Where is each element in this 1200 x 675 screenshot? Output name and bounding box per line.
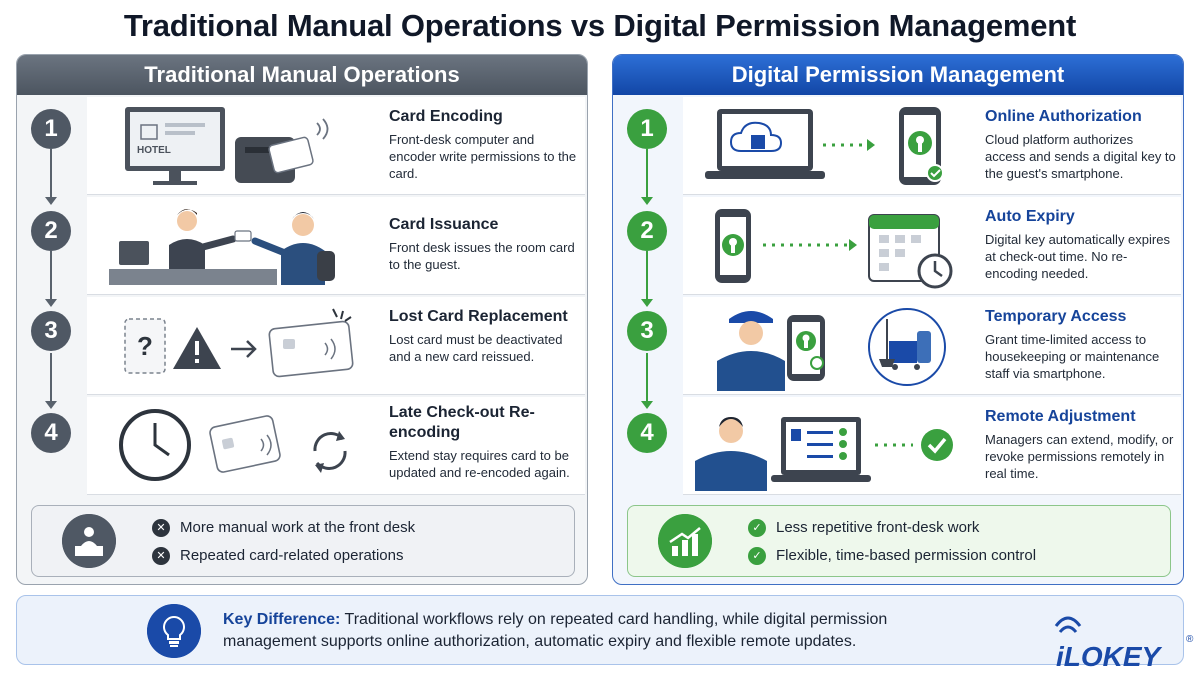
step-connector	[646, 149, 648, 197]
step-late-checkout-reencoding: Late Check-out Re-encoding Extend stay r…	[87, 397, 585, 495]
step-connector	[50, 251, 52, 299]
traditional-panel-heading: Traditional Manual Operations	[17, 55, 587, 95]
auto-expiry-illustration	[715, 209, 953, 289]
step-online-authorization: Online Authorization Cloud platform auth…	[683, 97, 1181, 195]
digital-panel-heading: Digital Permission Management	[613, 55, 1183, 95]
step-description: Digital key automatically expires at che…	[985, 232, 1170, 281]
question-mark: ?	[137, 331, 153, 361]
step-title: Card Encoding	[389, 108, 503, 125]
step-connector	[646, 353, 648, 401]
traditional-panel: Traditional Manual Operations 1 2 3 4 HO…	[16, 54, 588, 585]
step-number-4: 4	[31, 413, 71, 453]
manager-laptop-icon	[695, 417, 953, 491]
check-icon: ✓	[748, 547, 766, 566]
key-difference-body: Traditional workflows rely on repeated c…	[223, 611, 888, 650]
step-arrow	[45, 197, 57, 205]
summary-item: ✕Repeated card-related operations	[152, 545, 403, 569]
step-description: Extend stay requires card to be updated …	[389, 448, 570, 480]
key-difference-box: Key Difference: Traditional workflows re…	[16, 595, 1184, 665]
key-difference-text: Key Difference: Traditional workflows re…	[223, 609, 943, 653]
step-card-issuance: Card Issuance Front desk issues the room…	[87, 197, 585, 295]
step-number-4: 4	[627, 413, 667, 453]
step-number-2: 2	[627, 211, 667, 251]
step-title: Lost Card Replacement	[389, 308, 568, 325]
lost-card-illustration: ?	[124, 308, 354, 378]
step-remote-adjustment: Remote Adjustment Managers can extend, m…	[683, 397, 1181, 495]
step-number-3: 3	[627, 311, 667, 351]
cloud-laptop-icon	[705, 107, 944, 185]
logo-text: iLOKEY	[1056, 641, 1163, 672]
step-lost-card-replacement: ? Lost Card Replacement Lost card must b…	[87, 297, 585, 395]
lightbulb-icon	[147, 604, 201, 658]
step-connector	[50, 353, 52, 401]
front-desk-worker-icon	[62, 514, 116, 568]
x-icon: ✕	[152, 519, 170, 538]
traditional-summary: ✕More manual work at the front desk ✕Rep…	[31, 505, 575, 577]
monitor-label: HOTEL	[137, 145, 171, 156]
step-description: Front desk issues the room card to the g…	[389, 240, 575, 272]
key-difference-label: Key Difference:	[223, 611, 341, 628]
step-description: Front-desk computer and encoder write pe…	[389, 132, 577, 181]
step-arrow	[641, 401, 653, 409]
step-number-1: 1	[627, 109, 667, 149]
step-arrow	[45, 401, 57, 409]
ilokey-logo: iLOKEY ®	[1054, 616, 1194, 672]
digital-summary: ✓Less repetitive front-desk work ✓Flexib…	[627, 505, 1171, 577]
x-icon: ✕	[152, 547, 170, 566]
step-title: Online Authorization	[985, 108, 1142, 125]
growth-chart-icon	[658, 514, 712, 568]
check-icon: ✓	[748, 519, 766, 538]
step-description: Cloud platform authorizes access and sen…	[985, 132, 1176, 181]
clock-card-illustration	[119, 409, 347, 481]
step-title: Auto Expiry	[985, 208, 1075, 225]
step-title: Temporary Access	[985, 308, 1127, 325]
step-title: Late Check-out Re-encoding	[389, 404, 535, 441]
summary-item: ✕More manual work at the front desk	[152, 517, 415, 541]
summary-item: ✓Less repetitive front-desk work	[748, 517, 979, 541]
step-arrow	[641, 197, 653, 205]
step-number-1: 1	[31, 109, 71, 149]
digital-panel: Digital Permission Management 1 2 3 4 On…	[612, 54, 1184, 585]
card-encoder-icon: HOTEL	[125, 107, 329, 185]
step-description: Managers can extend, modify, or revoke p…	[985, 432, 1174, 481]
step-temporary-access: Temporary Access Grant time-limited acce…	[683, 297, 1181, 395]
summary-item: ✓Flexible, time-based permission control	[748, 545, 1036, 569]
step-number-3: 3	[31, 311, 71, 351]
step-connector	[50, 149, 52, 197]
step-arrow	[641, 299, 653, 307]
step-number-2: 2	[31, 211, 71, 251]
step-connector	[646, 251, 648, 299]
step-title: Card Issuance	[389, 216, 499, 233]
maintenance-staff-icon	[717, 308, 946, 391]
main-title: Traditional Manual Operations vs Digital…	[123, 8, 1077, 43]
step-arrow	[45, 299, 57, 307]
logo-registered-mark: ®	[1186, 634, 1194, 645]
step-card-encoding: HOTEL Card Encoding Front-desk computer …	[87, 97, 585, 195]
step-auto-expiry: Auto Expiry Digital key automatically ex…	[683, 197, 1181, 295]
step-description: Grant time-limited access to housekeepin…	[985, 332, 1160, 381]
step-description: Lost card must be deactivated and a new …	[389, 332, 563, 364]
front-desk-staff-icon	[109, 209, 335, 285]
step-title: Remote Adjustment	[985, 408, 1136, 425]
